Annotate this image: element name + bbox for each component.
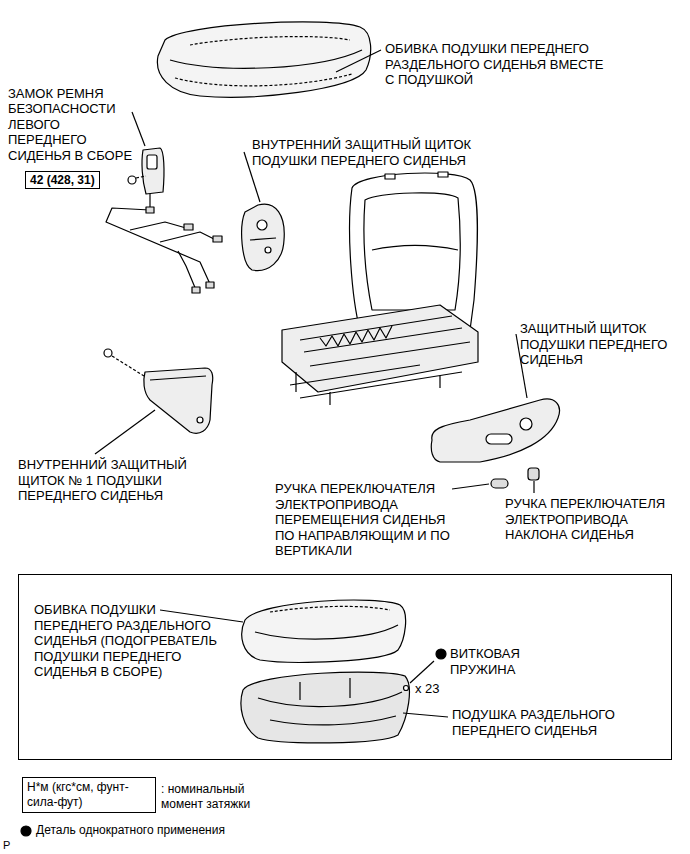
coil-spring [404,686,409,691]
part-label: ЗАЩИТНЫЙ ЩИТОК ПОДУШКИ ПЕРЕДНЕГО СИДЕНЬЯ [520,321,685,368]
page-mark: P [3,839,23,852]
cushion-cover [242,600,406,662]
leader-line [403,713,448,717]
cushion-assembly [157,22,370,97]
legend-text: : номинальный момент затяжки [161,782,279,812]
legend-dot [21,826,31,836]
seat-frame [282,172,478,405]
part-label: ВНУТРЕННИЙ ЗАЩИТНЫЙ ЩИТОК ПОДУШКИ ПЕРЕДН… [252,137,502,168]
leader-line [410,661,434,683]
torque-unit: Н*м (кгс*см, фунт-сила-фут) [27,780,151,810]
part-label: ВНУТРЕННИЙ ЗАЩИТНЫЙ ЩИТОК № 1 ПОДУШКИ ПЕ… [18,457,210,504]
slide-knob [491,479,508,488]
part-label: ОБИВКА ПОДУШКИ ПЕРЕДНЕГО РАЗДЕЛЬНОГО СИД… [385,41,615,88]
legend-text: Деталь однократного применения [36,823,225,837]
torque-box: 42 (428, 31) [25,171,100,189]
side-shield [431,399,559,462]
nut [128,176,136,184]
subassembly-frame: ОБИВКА ПОДУШКИ ПЕРЕДНЕГО РАЗДЕЛЬНОГО СИД… [18,574,672,760]
part-label: ВИТКОВАЯ ПРУЖИНА [450,646,570,677]
part-label: ЗАМОК РЕМНЯ БЕЗОПАСНОСТИ ЛЕВОГО ПЕРЕДНЕГ… [8,86,139,164]
buckle-assembly [106,148,222,293]
torque-value: 42 (428, 31) [30,172,95,188]
part-label: ОБИВКА ПОДУШКИ ПЕРЕДНЕГО РАЗДЕЛЬНОГО СИД… [34,602,232,680]
legend-torque-box: Н*м (кгс*см, фунт-сила-фут) [22,777,156,813]
inner-shield [242,204,285,270]
inner-shield-1 [144,368,213,433]
leader-line [533,481,534,493]
leader-line [132,112,145,146]
part-label: РУЧКА ПЕРЕКЛЮЧАТЕЛЯ ЭЛЕКТРОПРИВОДА НАКЛО… [505,496,685,543]
part-label: x 23 [415,681,455,697]
recline-knob [528,468,539,480]
single-use-mark [436,649,446,659]
screw [104,349,112,357]
legend-item: Деталь однократного применения [36,823,225,838]
leader-line [452,484,489,489]
part-label: РУЧКА ПЕРЕКЛЮЧАТЕЛЯ ЭЛЕКТРОПРИВОДА ПЕРЕМ… [275,481,463,559]
cushion-pad [241,672,409,743]
leader-line [95,410,155,454]
leader-line [336,50,381,72]
part-label: ПОДУШКА РАЗДЕЛЬНОГО ПЕРЕДНЕГО СИДЕНЬЯ [452,707,657,738]
